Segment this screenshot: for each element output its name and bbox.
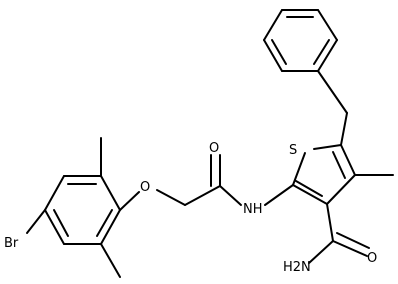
double-bond-inner — [271, 39, 287, 65]
bond — [326, 203, 334, 242]
bond — [264, 184, 294, 206]
benzyl-linker — [317, 70, 348, 146]
bond — [340, 144, 356, 176]
bond — [340, 112, 348, 146]
bond — [100, 175, 121, 211]
phenyl-ring — [263, 9, 338, 72]
carboxamide-group — [308, 203, 370, 264]
carboxamide-oxygen-atom-label: O — [367, 251, 377, 266]
bond — [317, 39, 338, 72]
bromine-atom-label: Br — [4, 236, 19, 251]
bond — [292, 152, 306, 186]
double-bond-outer — [336, 232, 370, 249]
bond — [100, 209, 121, 245]
bond — [292, 184, 328, 205]
ether-oxygen-atom-label: O — [140, 180, 150, 195]
bond — [332, 240, 368, 257]
bond — [317, 70, 348, 114]
bond — [219, 185, 242, 206]
bond — [44, 209, 65, 245]
bond — [44, 175, 65, 211]
bond — [263, 39, 283, 72]
bromine-bond — [26, 209, 46, 234]
bond — [263, 9, 283, 41]
amine-nh2-atom-label: H2N — [283, 260, 311, 275]
bond — [326, 174, 356, 205]
bond — [184, 185, 221, 206]
amide-oxygen-atom-label: O — [209, 141, 219, 156]
double-bond-outer — [295, 180, 323, 197]
double-bond-inner — [313, 39, 330, 65]
bond — [317, 9, 338, 41]
ether-bond — [119, 191, 140, 211]
sulfur-atom-label: S — [289, 143, 297, 158]
double-bond-inner — [96, 209, 113, 237]
amide-nh-atom-label: NH — [243, 202, 263, 217]
double-bond-inner — [53, 209, 69, 237]
amide-linker — [156, 154, 294, 206]
bond — [156, 189, 186, 206]
bond — [313, 144, 342, 150]
methyl-bond — [100, 243, 121, 278]
double-bond-outer — [332, 151, 346, 179]
bromodimethylphenyl-ring — [44, 175, 121, 245]
thiophene-ring — [292, 144, 356, 205]
bond — [308, 240, 334, 264]
